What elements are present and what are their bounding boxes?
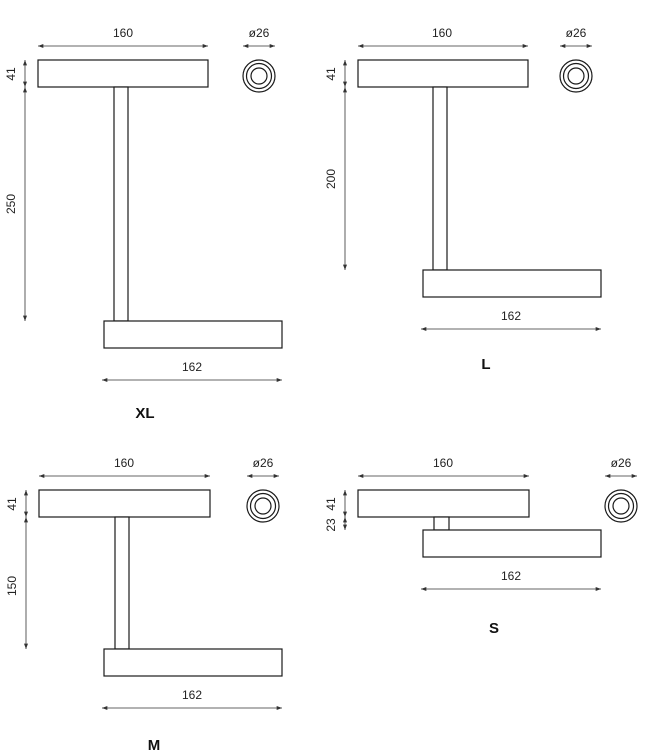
s-title: S [489, 620, 499, 637]
s-head [357, 489, 530, 518]
s-diameter-label: ø26 [611, 456, 632, 470]
m-end-view [246, 489, 280, 523]
l-head-width-label: 160 [432, 26, 452, 40]
xl-head [37, 59, 209, 88]
s-end-view [604, 489, 638, 523]
l-stem-length-label: 200 [324, 169, 338, 189]
s-stem-length-label: 23 [324, 518, 338, 532]
m-base [103, 648, 283, 677]
xl-stem [113, 86, 129, 322]
xl-diameter-label: ø26 [249, 26, 270, 40]
l-diameter-label: ø26 [566, 26, 587, 40]
xl-stem-length-label: 250 [4, 194, 18, 214]
s-stem [433, 516, 450, 531]
l-title: L [481, 356, 490, 373]
l-end-view [559, 59, 593, 93]
xl-head-width-label: 160 [113, 26, 133, 40]
s-base [422, 529, 602, 558]
m-head-height-label: 41 [5, 497, 19, 511]
variant-l: 160 ø26 41 200 162 L [324, 26, 602, 373]
variant-s: 160 ø26 41 23 162 S [324, 456, 638, 637]
s-head-height-label: 41 [324, 497, 338, 511]
m-head [38, 489, 211, 518]
m-stem [114, 516, 130, 650]
s-base-width-label: 162 [501, 569, 521, 583]
xl-head-height-label: 41 [4, 67, 18, 81]
xl-base [103, 320, 283, 349]
xl-end-view [242, 59, 276, 93]
l-head-height-label: 41 [324, 67, 338, 81]
l-head [357, 59, 529, 88]
l-stem [432, 86, 448, 271]
m-base-width-label: 162 [182, 688, 202, 702]
variant-xl: 160 ø26 41 250 162 XL [4, 26, 283, 422]
m-stem-length-label: 150 [5, 576, 19, 596]
xl-title: XL [135, 405, 154, 422]
m-head-width-label: 160 [114, 456, 134, 470]
xl-base-width-label: 162 [182, 360, 202, 374]
s-head-width-label: 160 [433, 456, 453, 470]
m-title: M [148, 737, 161, 754]
l-base [422, 269, 602, 298]
m-diameter-label: ø26 [253, 456, 274, 470]
variant-m: 160 ø26 41 150 162 M [5, 456, 283, 754]
l-base-width-label: 162 [501, 309, 521, 323]
